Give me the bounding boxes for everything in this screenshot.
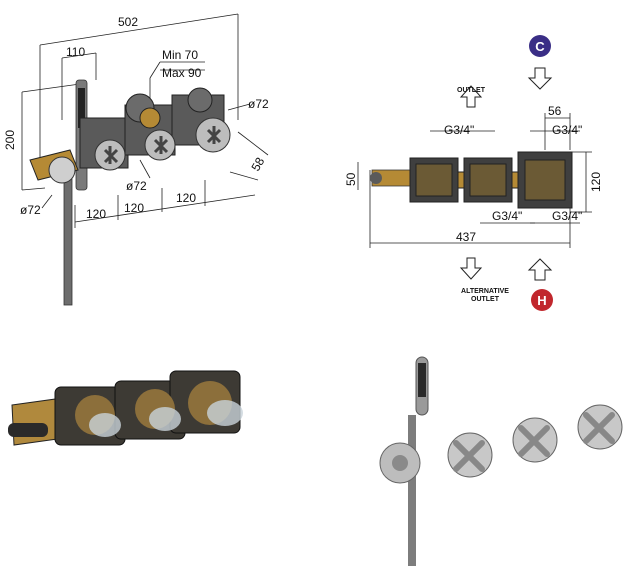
dim-handset-offset: 110: [66, 45, 85, 59]
finished-front-photo: [330, 345, 640, 566]
thread-top-left: G3/4": [444, 123, 474, 137]
svg-text:H: H: [537, 293, 546, 308]
rough-in-photo: [0, 345, 300, 566]
dim-rosette-mid: ø72: [126, 179, 147, 193]
cross-handles: [48, 117, 231, 184]
hot-inlet-arrow: [527, 258, 553, 281]
dim-rosette-left: ø72: [20, 203, 41, 217]
dim-body-height: 120: [589, 172, 603, 192]
outlet-label: OUTLET: [457, 87, 486, 94]
isometric-dimension-drawing: 502 110 Min 70 Max 90 200 ø72 ø72 ø72 58…: [0, 0, 300, 320]
handshower-rod: [63, 79, 88, 306]
dim-spacing-2: 120: [124, 201, 144, 215]
isometric-svg: 502 110 Min 70 Max 90 200 ø72 ø72 ø72 58…: [3, 13, 269, 306]
dim-rosette-top: ø72: [248, 97, 269, 111]
hot-badge: H: [531, 289, 553, 311]
alt-outlet-arrow: [459, 257, 483, 280]
connection-plan-drawing: C H OUTLET ALTERNATIVE OUTLET: [330, 0, 640, 320]
dim-port-spacing: 56: [548, 104, 562, 118]
dim-rosette-depth: 58: [248, 155, 267, 174]
thread-bottom-mid: G3/4": [492, 209, 522, 223]
dim-total-length: 437: [456, 230, 476, 244]
finished-front-svg: [379, 356, 623, 566]
dim-inlet-height: 50: [344, 172, 358, 186]
thread-bottom-right: G3/4": [552, 209, 582, 223]
thread-top-right: G3/4": [552, 123, 582, 137]
dim-total: 502: [118, 15, 138, 29]
cold-badge: C: [529, 35, 551, 57]
svg-text:C: C: [535, 39, 545, 54]
cold-inlet-arrow: [527, 67, 553, 90]
alt-outlet-label-2: OUTLET: [471, 296, 500, 303]
alt-outlet-label-1: ALTERNATIVE: [461, 288, 509, 295]
plan-housings: [409, 151, 573, 209]
dim-height: 200: [3, 130, 17, 150]
plan-svg: C H OUTLET ALTERNATIVE OUTLET: [344, 35, 603, 311]
dim-spacing-1: 120: [86, 207, 106, 221]
dim-spacing-3: 120: [176, 191, 196, 205]
dim-depth-min: Min 70: [162, 48, 198, 62]
dim-depth-max: Max 90: [162, 66, 202, 80]
outlet-arrow: [459, 85, 483, 108]
rough-in-svg: [8, 370, 243, 446]
